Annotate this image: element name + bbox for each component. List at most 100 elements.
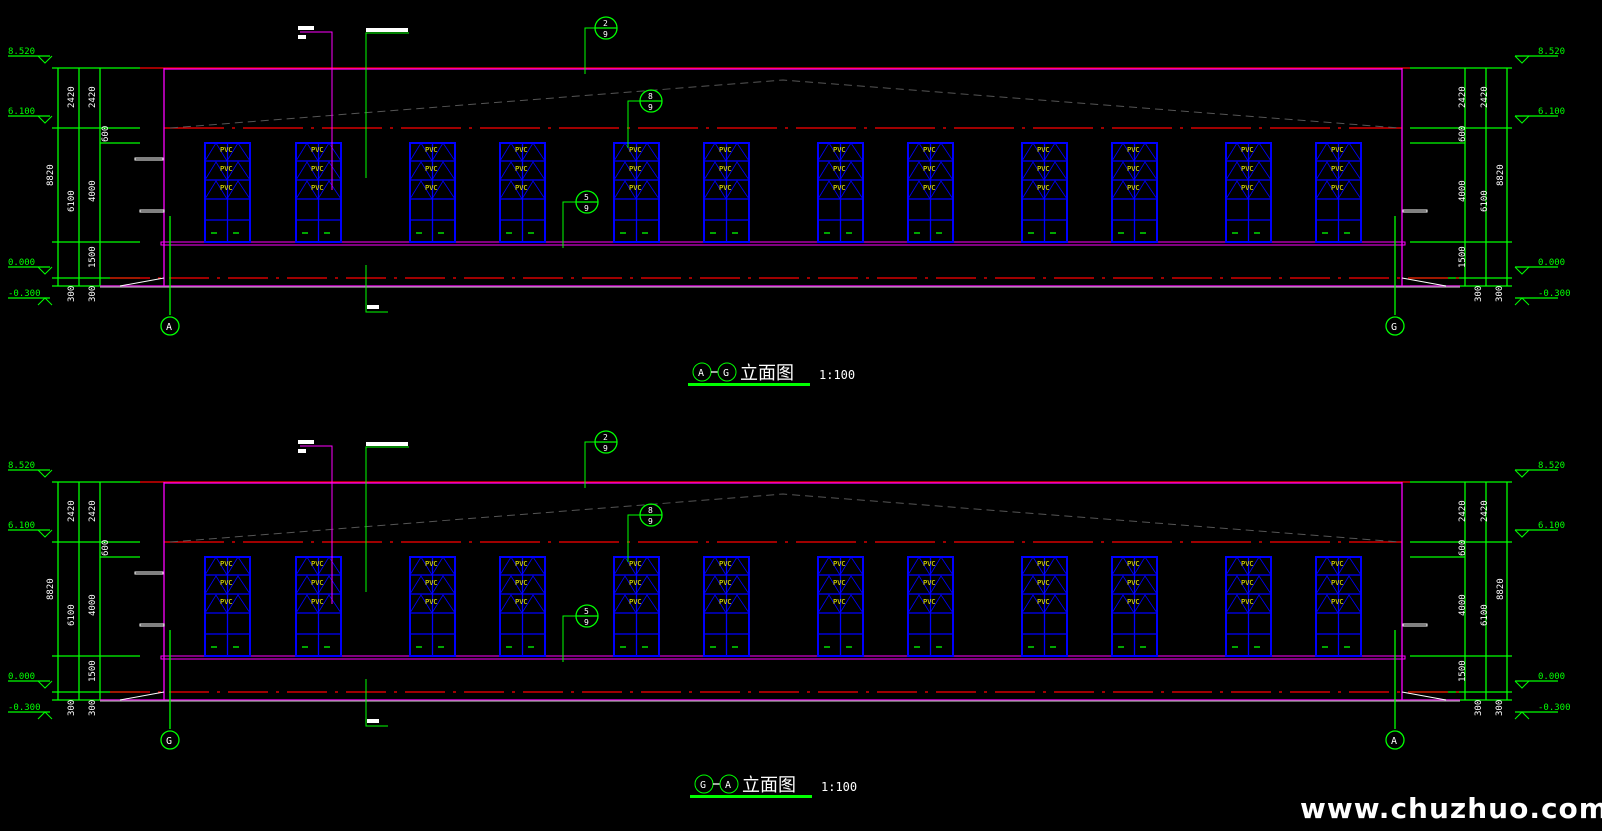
window-opening-mark [295,575,342,595]
window-opening-mark [703,180,750,200]
window-opening-mark [703,594,750,614]
window-opening-mark [817,180,864,200]
dim-outer-right: 2420 [1458,500,1468,522]
level-label-left: 0.000 [8,258,35,268]
leader-line [365,446,409,592]
annotation-text-block [298,449,306,453]
downpipe-bracket [139,209,165,213]
window-label: PVC [1241,184,1254,192]
window-label: PVC [425,184,438,192]
axis-label: G [166,736,172,747]
leader-line [627,100,640,148]
window-label: PVC [1127,184,1140,192]
window-opening-mark [409,180,456,200]
step [1401,277,1447,287]
dim-inner-right: 1500 [1458,246,1468,268]
title-axis-from: A [698,368,704,379]
window-opening-mark [204,180,251,200]
window-label: PVC [1037,165,1050,173]
dim-inner: 600 [101,540,111,556]
dim-inner-right: 600 [1458,540,1468,556]
level-marker-icon [1514,55,1530,64]
window-label: PVC [515,165,528,173]
window-label: PVC [1331,560,1344,568]
annotation-text-block [366,28,408,32]
window-label: PVC [1331,598,1344,606]
window-label: PVC [833,165,846,173]
window-label: PVC [515,184,528,192]
window-label: PVC [425,579,438,587]
window-label: PVC [311,598,324,606]
ridge-line [169,79,1401,129]
level-marker-icon [37,711,53,720]
window-opening-mark [1021,142,1068,162]
ridge-line [169,493,1401,543]
annotation-text-block [367,305,379,309]
dim-outer-right: 6100 [1480,190,1490,212]
leader-line [300,445,333,604]
window-label: PVC [719,165,732,173]
level-marker-icon [1514,680,1530,689]
window-opening-mark [295,556,342,576]
title-axis-to: A [725,780,731,791]
window-opening-mark [204,594,251,614]
window-label: PVC [1127,579,1140,587]
leader-line [562,615,576,662]
detail-ref-top: 2 [603,19,608,28]
window-opening-mark [703,556,750,576]
window-opening-mark [613,556,660,576]
plinth [160,241,1406,246]
window-opening-mark [295,180,342,200]
dim-outer-right: 2420 [1458,86,1468,108]
window-label: PVC [1241,146,1254,154]
level-marker-icon [1514,529,1530,538]
window-label: PVC [1037,579,1050,587]
window-label: PVC [1331,579,1344,587]
dim-outer-right: 8820 [1496,164,1506,186]
axis-bubble [160,730,180,750]
detail-ref-bottom: 9 [648,517,653,526]
leader-line [627,514,640,562]
window-label: PVC [833,184,846,192]
level-marker-icon [37,469,53,478]
window-label: PVC [629,165,642,173]
window-opening-mark [1315,180,1362,200]
window-opening-mark [703,142,750,162]
window-opening-mark [1021,161,1068,181]
window-opening-mark [817,142,864,162]
window-label: PVC [833,579,846,587]
leader-line [365,679,388,727]
window-label: PVC [1127,146,1140,154]
window-label: PVC [629,560,642,568]
level-label-left: 6.100 [8,521,35,531]
level-marker-icon [37,680,53,689]
window-opening-mark [204,575,251,595]
dim-bottom: 300 [88,286,98,302]
level-label-right: -0.300 [1538,703,1571,713]
dim-outer-right: 8820 [1496,578,1506,600]
annotation-text-block [367,719,379,723]
watermark: www.chuzhuo.com [1300,792,1602,825]
downpipe-bracket [139,623,165,627]
level-marker-icon [1514,297,1530,306]
annotation-text-block [366,442,408,446]
window-label: PVC [629,598,642,606]
window-opening-mark [907,180,954,200]
window-label: PVC [629,146,642,154]
level-label-left: 8.520 [8,461,35,471]
window-opening-mark [499,161,546,181]
window-label: PVC [425,165,438,173]
window-label: PVC [220,165,233,173]
dim-bottom: 300 [88,700,98,716]
level-marker-icon [37,115,53,124]
window-label: PVC [1331,146,1344,154]
detail-ref-top: 5 [584,607,589,616]
